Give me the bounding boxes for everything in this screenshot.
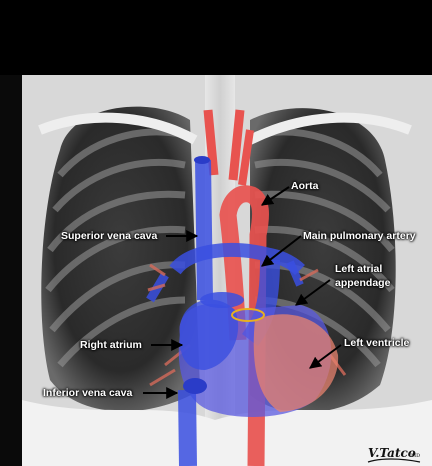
right-carotid-vessel bbox=[203, 109, 219, 176]
right-atrium-top bbox=[200, 292, 244, 308]
left-atrial-appendage-ring bbox=[231, 308, 265, 322]
mpa-arrow bbox=[261, 235, 302, 267]
annotation-arrows bbox=[143, 186, 342, 399]
diaphragm-region bbox=[22, 400, 432, 466]
left-ventricle-chamber bbox=[253, 314, 339, 412]
svc-opening bbox=[194, 156, 210, 164]
label-inferior-vena-cava: Inferior vena cava bbox=[43, 387, 133, 399]
label-left-atrial-appendage-line1: Left atrial bbox=[335, 263, 383, 275]
label-superior-vena-cava: Superior vena cava bbox=[61, 230, 158, 242]
superior-vena-cava-vessel bbox=[195, 159, 213, 301]
label-left-ventricle: Left ventricle bbox=[344, 337, 410, 349]
right-clavicle bbox=[38, 112, 198, 145]
aorta-arrow bbox=[261, 186, 290, 206]
ivc-opening bbox=[183, 378, 207, 394]
watermark-signature: V.Tatco bbox=[368, 446, 416, 460]
label-aorta: Aorta bbox=[291, 180, 319, 192]
label-left-atrial-appendage-line2: appendage bbox=[335, 277, 391, 289]
inferior-vena-cava-vessel bbox=[178, 389, 197, 466]
label-right-atrium: Right atrium bbox=[80, 339, 142, 351]
left-carotid-vessel bbox=[228, 109, 245, 181]
signature-underline bbox=[367, 458, 421, 463]
left-clavicle bbox=[247, 112, 412, 145]
top-black-band bbox=[0, 0, 432, 75]
label-main-pulmonary-artery: Main pulmonary artery bbox=[303, 230, 416, 242]
left-subclavian-vessel bbox=[238, 129, 254, 186]
aorta-vessel bbox=[219, 185, 269, 466]
lv-arrow bbox=[309, 344, 342, 369]
laa-arrow bbox=[295, 279, 331, 306]
watermark-suffix: MD bbox=[411, 453, 421, 459]
left-black-edge bbox=[0, 75, 22, 466]
left-pulmonary-branch bbox=[286, 260, 304, 287]
right-atrium-chamber bbox=[179, 299, 239, 370]
